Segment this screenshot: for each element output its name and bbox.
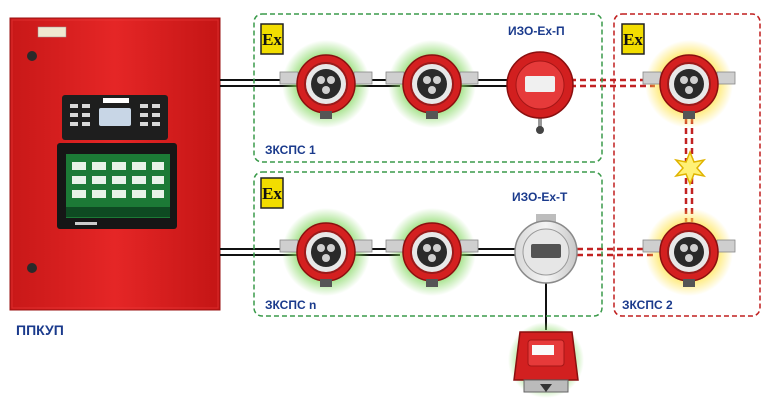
zonen-box: [253, 171, 603, 317]
zone2-label: ЗКСПС 2: [622, 298, 673, 312]
svg-text:Ex: Ex: [262, 184, 282, 203]
wire-zonen: [220, 248, 547, 330]
ex-mark-zonen: Ex: [260, 177, 284, 209]
panel-lock-top: [27, 51, 37, 61]
ex-mark-zone2: Ex: [621, 23, 645, 55]
detector-zonen-2: [385, 208, 479, 296]
control-panel: [9, 17, 221, 311]
zone1-box: [253, 13, 603, 163]
isolator-t-label: ИЗО-Ex-Т: [512, 190, 568, 204]
panel-lock-bottom: [27, 263, 37, 273]
panel-keypad: [62, 95, 168, 140]
svg-text:Ex: Ex: [262, 30, 282, 49]
detector-zone1-2: [385, 40, 479, 128]
zone1-label: ЗКСПС 1: [265, 143, 316, 157]
detector-zonen-1: [279, 208, 373, 296]
fault-flash-icon: [673, 149, 707, 187]
panel-plate: [37, 26, 67, 38]
zonen-label: ЗКСПС n: [265, 298, 317, 312]
detector-zone1-1: [279, 40, 373, 128]
panel-label: ППКУП: [16, 322, 64, 338]
isolator-t-device: [514, 214, 578, 284]
detector-zone2-1: [642, 40, 736, 128]
isolator-p-device: [506, 51, 574, 134]
detector-zone2-2: [642, 208, 736, 296]
isolator-p-label: ИЗО-Ex-П: [508, 24, 565, 38]
svg-text:Ex: Ex: [623, 30, 643, 49]
zone2-box: [613, 13, 761, 317]
siren-device: [508, 322, 584, 398]
panel-touchscreen: [57, 143, 177, 229]
ex-mark-zone1: Ex: [260, 23, 284, 55]
